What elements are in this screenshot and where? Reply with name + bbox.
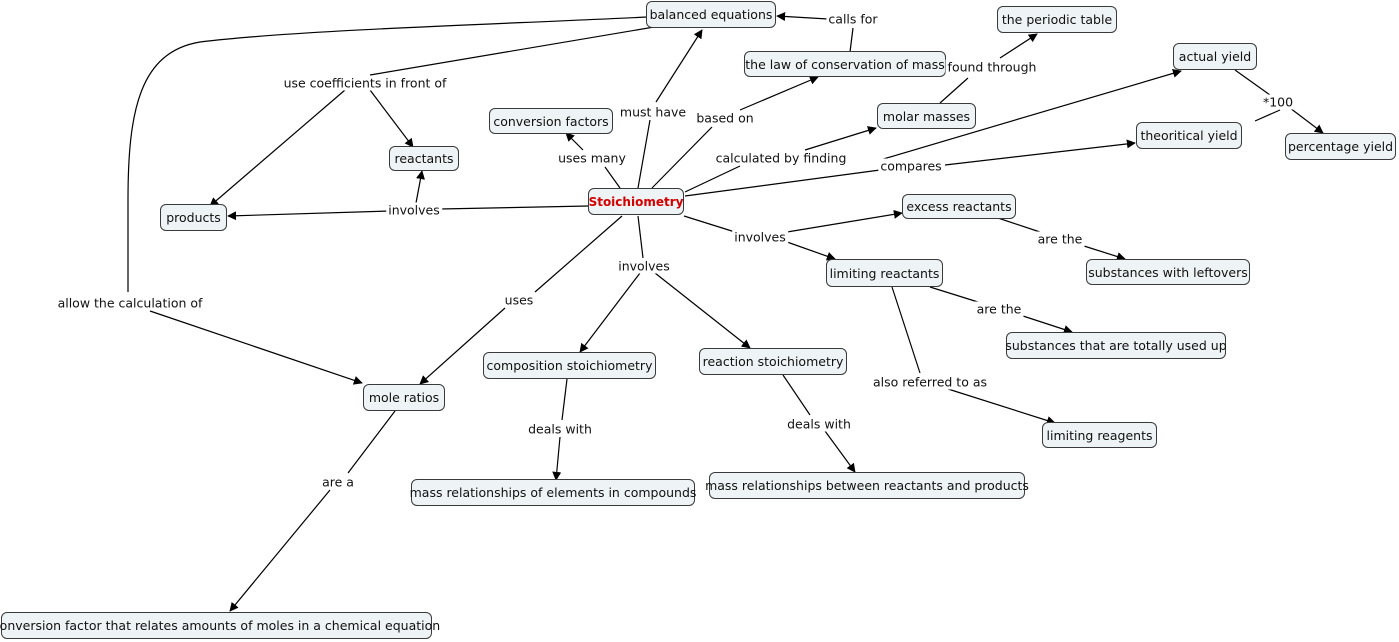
node-balanced-equations[interactable]: balanced equations bbox=[646, 1, 776, 28]
link-label-must-have: must have bbox=[617, 104, 689, 120]
edge-balanced-to-allowcalc bbox=[127, 16, 649, 292]
edge-limiting-to-arethe bbox=[929, 286, 979, 303]
node-excess-reactants[interactable]: excess reactants bbox=[902, 194, 1016, 219]
edge-compares-to-actual bbox=[879, 68, 1182, 161]
node-molar-masses[interactable]: molar masses bbox=[877, 103, 976, 129]
edge-usecoef-to-products bbox=[209, 89, 346, 207]
edge-dealswith-to-massreactants bbox=[824, 430, 856, 473]
edge-stoich-to-uses bbox=[534, 215, 623, 293]
node-products[interactable]: products bbox=[160, 204, 227, 231]
edge-stoich-to-compares bbox=[684, 169, 881, 197]
link-label-calls-for: calls for bbox=[826, 11, 880, 27]
edge-balanced-to-usecoef bbox=[369, 25, 661, 76]
edge-molar-to-foundthrough bbox=[939, 77, 969, 104]
node-substances-used-up[interactable]: substances that are totally used up bbox=[1005, 332, 1227, 359]
node-law-conservation-mass[interactable]: the law of conservation of mass bbox=[744, 51, 946, 77]
edge-alsoreferred-to-reagents bbox=[947, 388, 1056, 425]
edge-arethe-to-usedup bbox=[1022, 315, 1073, 334]
edge-moleratios-to-area bbox=[347, 410, 396, 474]
edge-arethe-to-leftovers bbox=[1083, 245, 1126, 261]
link-label-involves-products: involves bbox=[386, 202, 442, 218]
edge-involves3-to-composition bbox=[579, 272, 641, 353]
node-mass-rel-reactants[interactable]: mass relationships between reactants and… bbox=[705, 472, 1029, 499]
edge-involves-to-products bbox=[227, 210, 391, 221]
edge-foundthrough-to-periodic bbox=[999, 33, 1038, 59]
node-conversion-factor-moles[interactable]: conversion factor that relates amounts o… bbox=[0, 612, 440, 639]
node-reactants[interactable]: reactants bbox=[389, 146, 459, 171]
node-periodic-table[interactable]: the periodic table bbox=[997, 6, 1117, 33]
link-label-involves-excess: involves bbox=[732, 229, 788, 245]
link-label-based-on: based on bbox=[694, 110, 756, 126]
link-label-are-a: are a bbox=[320, 474, 356, 490]
edge-actual-to-times100 bbox=[1234, 69, 1271, 96]
edge-stoich-to-involves bbox=[439, 205, 589, 210]
edge-involves-to-reactants bbox=[415, 170, 425, 204]
node-mole-ratios[interactable]: mole ratios bbox=[363, 384, 445, 411]
edge-uses-to-moleratios bbox=[419, 307, 506, 385]
link-label-times-100: *100 bbox=[1260, 94, 1296, 110]
node-limiting-reagents[interactable]: limiting reagents bbox=[1042, 422, 1157, 448]
link-label-compares: compares bbox=[878, 158, 944, 174]
edge-stoich-to-musthave bbox=[637, 119, 651, 189]
link-label-deals-with-composition: deals with bbox=[526, 421, 594, 437]
link-label-uses: uses bbox=[502, 292, 536, 308]
node-composition-stoichiometry[interactable]: composition stoichiometry bbox=[483, 352, 656, 379]
edge-law-to-callsfor bbox=[849, 27, 854, 53]
edge-involves3-to-reaction bbox=[654, 272, 751, 349]
node-percentage-yield[interactable]: percentage yield bbox=[1285, 133, 1396, 160]
edge-calculated-to-molar bbox=[804, 126, 877, 151]
edge-allowcalc-to-moleratios bbox=[149, 310, 363, 385]
edge-stoich-to-basedon bbox=[651, 126, 713, 189]
edge-area-to-convfactor bbox=[229, 489, 331, 612]
node-conversion-factors[interactable]: conversion factors bbox=[489, 108, 613, 134]
edge-composition-to-dealswith bbox=[561, 378, 568, 421]
link-label-uses-many: uses many bbox=[556, 150, 628, 166]
edge-usecoef-to-reactants bbox=[369, 89, 414, 148]
edge-callsfor-to-balanced bbox=[776, 11, 829, 21]
link-label-calculated-by-finding: calculated by finding bbox=[713, 150, 849, 166]
edge-involves2-to-excess bbox=[786, 209, 903, 233]
link-label-are-the-leftovers: are the bbox=[1035, 231, 1085, 247]
edge-times100-to-percentage bbox=[1289, 107, 1324, 134]
edge-basedon-to-law bbox=[739, 76, 819, 111]
node-reaction-stoichiometry[interactable]: reaction stoichiometry bbox=[699, 348, 847, 375]
link-label-are-the-used-up: are the bbox=[974, 301, 1024, 317]
edge-stoich-to-involves3 bbox=[637, 215, 644, 259]
node-theoretical-yield[interactable]: theoritical yield bbox=[1136, 122, 1242, 149]
node-substances-leftovers[interactable]: substances with leftovers bbox=[1086, 259, 1250, 285]
link-label-also-referred: also referred to as bbox=[871, 374, 989, 390]
edge-limiting-to-alsoreferred bbox=[891, 286, 921, 374]
link-label-use-coefficients: use coefficients in front of bbox=[281, 75, 449, 91]
edge-dealswith-to-masselements bbox=[552, 436, 562, 481]
node-limiting-reactants[interactable]: limiting reactants bbox=[826, 259, 943, 287]
node-stoichiometry[interactable]: Stoichiometry bbox=[588, 188, 684, 215]
link-label-involves-stoich-types: involves bbox=[616, 258, 672, 274]
node-mass-rel-elements[interactable]: mass relationships of elements in compou… bbox=[410, 479, 696, 506]
edge-reaction-to-dealswith bbox=[782, 374, 811, 416]
edge-compares-to-theoretical bbox=[944, 139, 1136, 166]
edge-excess-to-arethe bbox=[994, 216, 1041, 233]
edge-usesmany-to-convfactors bbox=[565, 132, 584, 151]
edge-stoich-to-involves2 bbox=[683, 215, 736, 233]
edge-musthave-to-balanced bbox=[655, 29, 703, 103]
link-label-deals-with-reaction: deals with bbox=[785, 416, 853, 432]
link-label-allow-calculation: allow the calculation of bbox=[55, 295, 205, 311]
link-label-found-through: found through bbox=[945, 59, 1039, 75]
edge-stoich-to-calculated bbox=[684, 165, 741, 193]
node-actual-yield[interactable]: actual yield bbox=[1173, 43, 1257, 70]
edge-involves2-to-limiting bbox=[786, 241, 836, 261]
edge-stoich-to-usesmany bbox=[604, 166, 621, 189]
edge-theoretical-to-times100 bbox=[1254, 109, 1281, 122]
